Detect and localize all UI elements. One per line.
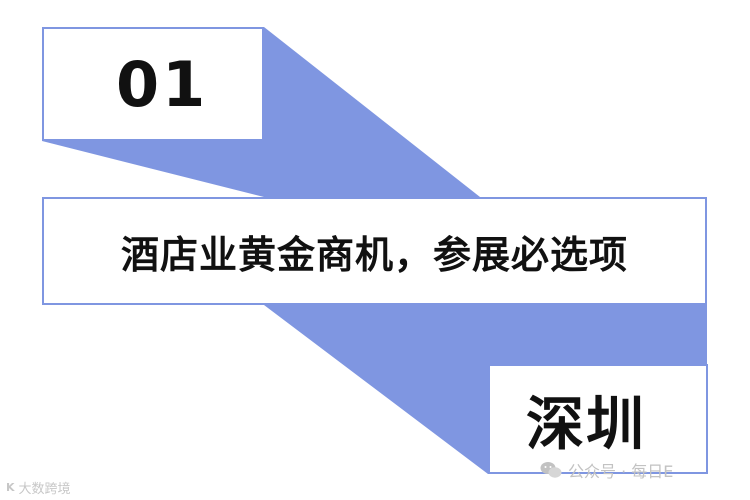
headline-text: 酒店业黄金商机，参展必选项 <box>120 232 628 277</box>
city-name: 深圳 <box>526 390 647 458</box>
brand-watermark-text: 大数跨境 <box>18 482 71 497</box>
wechat-icon <box>540 462 562 478</box>
ribbon-lower <box>264 305 707 474</box>
section-number-box: 01 <box>42 27 264 141</box>
watermark-brand: K 大数跨境 <box>6 478 71 497</box>
section-number: 01 <box>116 47 209 121</box>
headline-box: 酒店业黄金商机，参展必选项 <box>42 197 707 305</box>
brand-logo-icon: K <box>6 481 15 494</box>
wechat-watermark-text: 公众号 · 每日E <box>568 462 674 481</box>
watermark-wechat: 公众号 · 每日E <box>540 458 673 482</box>
city-box: 深圳 <box>488 364 708 474</box>
